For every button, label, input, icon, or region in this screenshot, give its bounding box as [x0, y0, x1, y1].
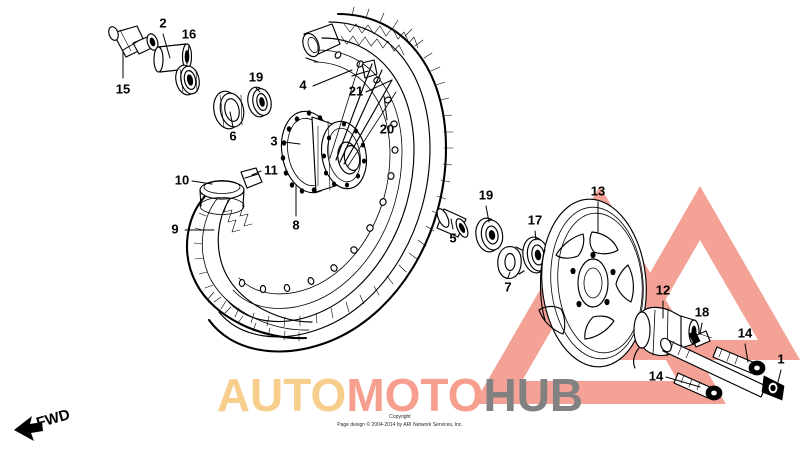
part-axle-shaft-long [660, 337, 785, 401]
callout-9[interactable]: 9 [171, 221, 178, 236]
leader-5 [450, 218, 454, 230]
fwd-direction-marker: FWD [14, 406, 72, 441]
part-inner-tube-and-tire-lower [185, 167, 313, 342]
callout-6[interactable]: 6 [229, 128, 236, 143]
copyright-line: Page design © 2004-2014 by ARI Network S… [337, 421, 463, 428]
leader-6 [229, 111, 234, 128]
part-bearing-19-lower [475, 217, 504, 253]
arrow-left-down-icon [14, 416, 43, 441]
leader-10 [191, 180, 213, 185]
leader-18 [699, 322, 703, 335]
leader-19-upper [255, 87, 261, 93]
part-bolt-14-lower [673, 372, 723, 401]
leader-20 [383, 95, 388, 121]
callout-10[interactable]: 10 [175, 172, 189, 187]
callout-14[interactable]: 14 [738, 325, 753, 340]
part-tire-and-rim [207, 6, 454, 353]
part-bearing-19-upper [247, 86, 272, 118]
leader-21 [365, 79, 393, 93]
callout-4[interactable]: 4 [299, 77, 307, 92]
leader-11 [251, 170, 262, 176]
leader-16 [186, 44, 190, 65]
callout-13[interactable]: 13 [591, 183, 605, 198]
callout-7[interactable]: 7 [504, 279, 511, 294]
leader-1 [777, 369, 782, 383]
callout-16[interactable]: 16 [182, 26, 196, 41]
part-hub-brake-panel [280, 110, 368, 194]
callout-3[interactable]: 3 [270, 133, 277, 148]
leader-15 [122, 39, 141, 79]
callout-18[interactable]: 18 [695, 304, 709, 319]
callout-2[interactable]: 2 [159, 15, 166, 30]
callout-15[interactable]: 15 [116, 81, 130, 96]
callout-17[interactable]: 17 [528, 212, 542, 227]
callout-20[interactable]: 20 [380, 121, 394, 136]
part-retainer [497, 245, 525, 280]
leader-14-right [744, 343, 749, 363]
part-front-axle [108, 25, 159, 58]
copyright-title: Copyright [389, 414, 411, 420]
callout-8[interactable]: 8 [292, 217, 299, 232]
callout-12[interactable]: 12 [656, 282, 670, 297]
callout-14-lower[interactable]: 14 [649, 368, 664, 383]
callout-11[interactable]: 11 [264, 162, 278, 177]
callout-1[interactable]: 1 [777, 351, 784, 366]
leader-lines [122, 33, 782, 388]
callout-19-lower[interactable]: 19 [479, 187, 493, 202]
part-ball-bearing-16 [175, 64, 200, 96]
part-brake-disc [538, 198, 647, 368]
part-bolt-short [688, 330, 713, 348]
leader-3 [283, 141, 301, 145]
part-rim-band [302, 23, 378, 79]
part-dust-seal [213, 90, 245, 130]
leader-2 [162, 33, 171, 59]
callout-19[interactable]: 19 [249, 69, 263, 84]
leader-14-lower [665, 376, 701, 388]
part-bolt-14-right [712, 346, 766, 376]
leader-7 [507, 271, 511, 279]
leader-4 [312, 69, 353, 87]
callout-21[interactable]: 21 [349, 83, 363, 98]
part-collar [153, 43, 193, 73]
part-spokes [329, 61, 397, 167]
footer-copyright: Copyright Page design © 2004-2014 by ARI… [0, 414, 800, 430]
leader-17 [534, 230, 537, 241]
callout-5[interactable]: 5 [449, 230, 456, 245]
leader-19-lower [485, 205, 490, 223]
